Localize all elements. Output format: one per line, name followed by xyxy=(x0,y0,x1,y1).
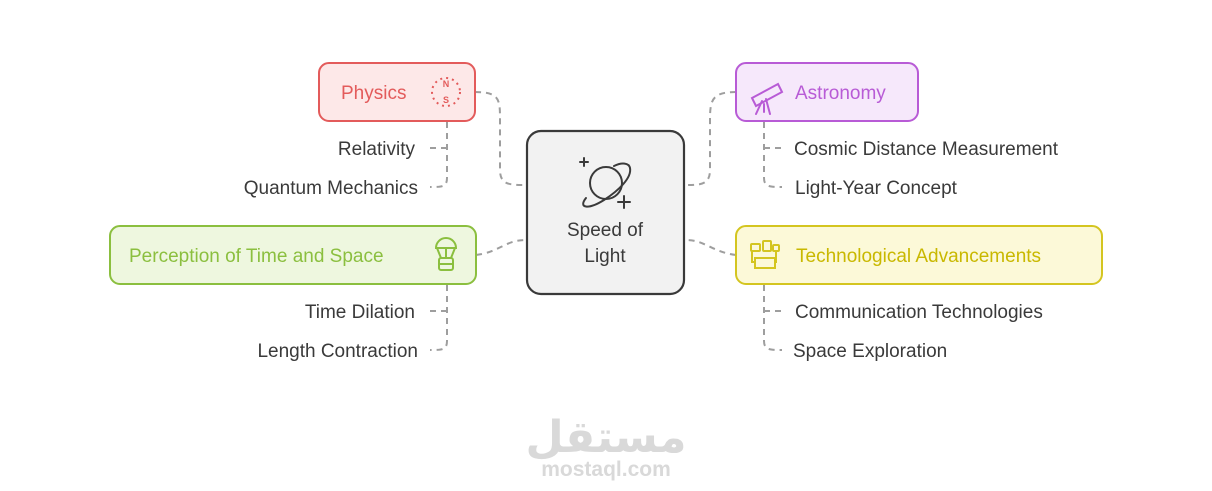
leaf-light-year: Light-Year Concept xyxy=(795,178,958,199)
branch-technology[interactable]: Technological Advancements xyxy=(735,225,1103,285)
leaf-quantum-mechanics: Quantum Mechanics xyxy=(244,178,418,199)
center-label-line2: Light xyxy=(584,246,626,267)
branch-perception[interactable]: Perception of Time and Space xyxy=(109,225,477,285)
branch-astronomy[interactable]: Astronomy xyxy=(735,62,919,122)
connector-physics-leaves xyxy=(429,122,448,188)
connector-technology-leaves xyxy=(763,285,783,351)
planet-icon xyxy=(579,157,632,209)
connector-astronomy xyxy=(685,91,737,186)
leaf-time-dilation: Time Dilation xyxy=(305,302,415,323)
center-node[interactable]: Speed of Light xyxy=(525,129,686,296)
leaf-space-exploration: Space Exploration xyxy=(793,341,947,362)
svg-text:N: N xyxy=(443,79,450,89)
parachute-icon xyxy=(434,237,458,271)
connector-technology xyxy=(685,239,737,256)
branch-perception-label: Perception of Time and Space xyxy=(129,246,384,267)
leaf-relativity: Relativity xyxy=(338,139,416,160)
connector-perception-leaves xyxy=(429,285,448,351)
leaf-communication-technologies: Communication Technologies xyxy=(795,302,1043,323)
compass-ns-icon: N S xyxy=(431,77,461,107)
branch-astronomy-label: Astronomy xyxy=(795,83,886,104)
branch-physics[interactable]: Physics N S xyxy=(318,62,476,122)
center-label-line1: Speed of xyxy=(567,220,644,241)
telescope-icon xyxy=(750,82,784,115)
connector-physics xyxy=(474,91,527,186)
watermark-arabic: مستقل xyxy=(526,412,687,463)
connector-astronomy-leaves xyxy=(763,122,783,188)
branch-physics-label: Physics xyxy=(341,83,406,104)
network-devices-icon xyxy=(750,240,780,269)
leaf-length-contraction: Length Contraction xyxy=(257,341,418,362)
branch-technology-label: Technological Advancements xyxy=(796,246,1041,267)
leaf-cosmic-distance: Cosmic Distance Measurement xyxy=(794,139,1059,160)
watermark-logo: مستقل mostaql.com xyxy=(526,412,687,481)
connector-perception xyxy=(475,239,527,256)
svg-text:S: S xyxy=(443,95,449,105)
watermark-latin: mostaql.com xyxy=(541,458,671,481)
